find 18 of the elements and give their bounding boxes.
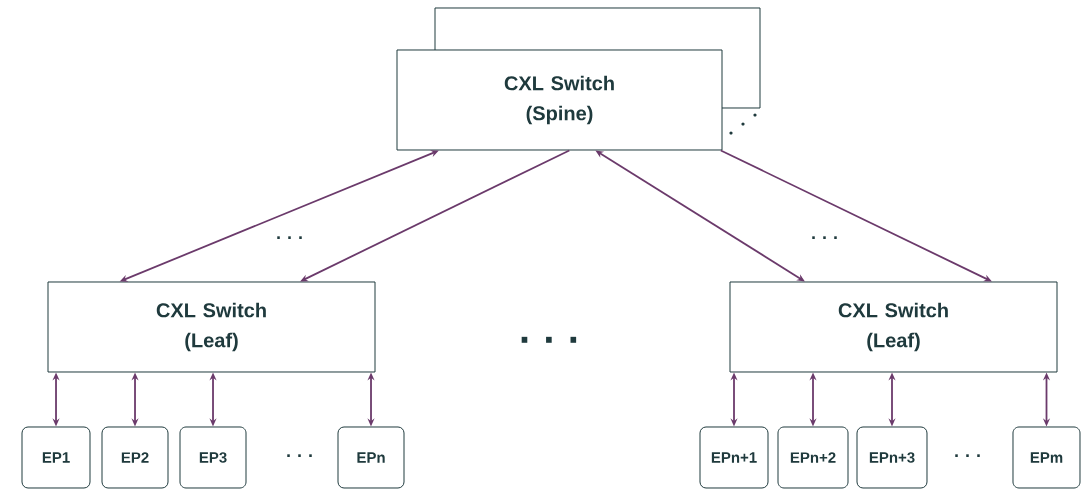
ellipsis: · · ·	[812, 236, 837, 239]
ellipsis: · · ·	[287, 454, 312, 457]
endpoint-box: EP3	[179, 426, 247, 489]
ellipsis: · · ·	[955, 454, 980, 457]
endpoint-box: EP1	[21, 426, 91, 489]
endpoint-box: EPn+3	[856, 426, 928, 489]
endpoint-box: EPm	[1012, 426, 1081, 489]
endpoint-box: EPn+2	[777, 426, 849, 489]
ellipsis: · · ·	[277, 236, 302, 239]
arrow	[300, 149, 571, 282]
switch-box: CXL Switch (Spine)	[396, 49, 723, 151]
switch-box: CXL Switch (Leaf)	[729, 281, 1058, 373]
arrow	[719, 149, 992, 282]
endpoint-box: EPn+1	[699, 426, 769, 489]
endpoint-box: EP2	[101, 426, 169, 489]
endpoint-box: EPn	[337, 426, 405, 489]
switch-box: CXL Switch (Leaf)	[47, 281, 376, 373]
ellipsis: · · ·	[521, 336, 577, 343]
